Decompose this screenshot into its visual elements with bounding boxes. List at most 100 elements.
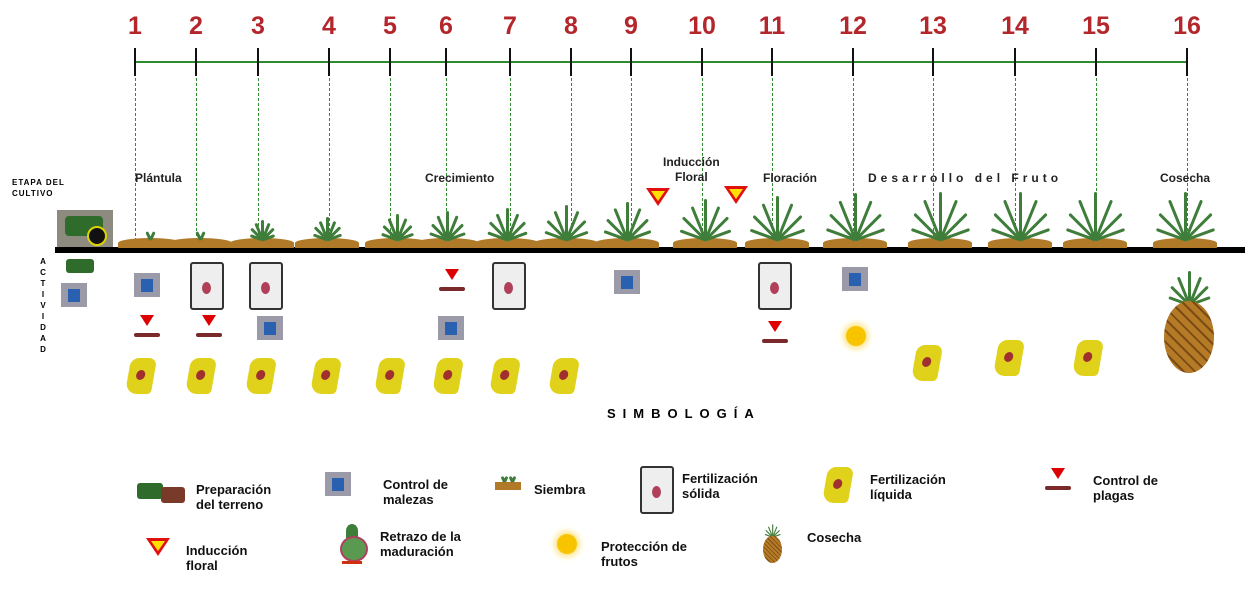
simbologia-title: SIMBOLOGÍA xyxy=(607,406,761,421)
month-number: 15 xyxy=(1082,12,1110,40)
pineapple-plant xyxy=(1047,192,1143,242)
dashed-guide xyxy=(853,78,854,246)
axis-tick xyxy=(932,48,934,76)
liquid-fertilizer-icon xyxy=(431,358,465,394)
dashed-guide xyxy=(702,78,703,246)
soil-mound xyxy=(365,238,429,248)
soil-mound xyxy=(168,238,232,248)
legend-label-line1: Inducción xyxy=(186,543,248,558)
month-number: 8 xyxy=(564,12,578,40)
stage-induccion-floral: Inducción Floral xyxy=(663,155,720,185)
legend-label-line2: maduración xyxy=(380,544,454,559)
dashed-guide xyxy=(329,78,330,246)
liquid-fertilizer-icon xyxy=(309,358,343,394)
legend-label-line1: Siembra xyxy=(534,482,586,497)
month-number: 9 xyxy=(624,12,638,40)
fruit-protection-icon xyxy=(557,534,577,554)
month-number: 1 xyxy=(128,12,142,40)
liquid-fertilizer-icon xyxy=(373,358,407,394)
solid-fertilizer-icon xyxy=(190,262,224,310)
actividad-letter: D xyxy=(40,345,46,354)
month-number: 7 xyxy=(503,12,517,40)
axis-tick xyxy=(509,48,511,76)
legend-label-line2: del terreno xyxy=(196,497,264,512)
axis-tick xyxy=(328,48,330,76)
floral-induction-icon xyxy=(646,188,670,206)
weed-control-icon xyxy=(134,273,160,297)
pineapple-plant xyxy=(304,217,350,242)
liquid-fertilizer-icon xyxy=(244,358,278,394)
soil-mound xyxy=(118,238,182,248)
legend-label-line2: floral xyxy=(186,558,218,573)
etapa-label: ETAPA DEL CULTIVO xyxy=(12,177,65,199)
harvest-icon xyxy=(1164,265,1214,373)
floral-induction-icon xyxy=(146,538,170,556)
month-number: 2 xyxy=(189,12,203,40)
dashed-guide xyxy=(196,78,197,246)
soil-mound xyxy=(673,238,737,248)
actividad-letter: I xyxy=(41,312,45,321)
axis-tick xyxy=(1186,48,1188,76)
axis-tick xyxy=(630,48,632,76)
axis-tick xyxy=(1095,48,1097,76)
legend-label-line2: líquida xyxy=(870,487,912,502)
dashed-guide xyxy=(390,78,391,246)
soil-mound xyxy=(745,238,809,248)
stage-crecimiento: Crecimiento xyxy=(425,171,495,185)
stage-desarrollo: Desarrollo del Fruto xyxy=(868,171,1063,185)
liquid-fertilizer-icon xyxy=(184,358,218,394)
month-number: 13 xyxy=(919,12,947,40)
legend-label-line2: sólida xyxy=(682,486,720,501)
liquid-fertilizer-icon xyxy=(547,358,581,394)
ground-line xyxy=(55,247,1245,253)
legend-label-line1: Preparación xyxy=(196,482,272,497)
month-number: 5 xyxy=(383,12,397,40)
tractor-icon xyxy=(137,481,187,503)
pineapple-plant xyxy=(664,199,746,242)
weed-control-icon xyxy=(842,267,868,291)
sowing-icon xyxy=(495,474,521,490)
pineapple-plant xyxy=(531,205,601,242)
pineapple-plant xyxy=(190,230,210,241)
solid-fertilizer-icon xyxy=(758,262,792,310)
month-number: 6 xyxy=(439,12,453,40)
actividad-letter: C xyxy=(40,268,46,277)
dashed-guide xyxy=(933,78,934,246)
legend-label-line1: Cosecha xyxy=(807,530,862,545)
fruit-protection-icon xyxy=(846,326,866,346)
pineapple-plant xyxy=(733,196,821,242)
pest-control-icon xyxy=(1043,468,1073,496)
month-number: 14 xyxy=(1001,12,1029,40)
month-number: 4 xyxy=(322,12,336,40)
pineapple-plant xyxy=(371,214,423,242)
dashed-guide xyxy=(631,78,632,246)
axis-tick xyxy=(1014,48,1016,76)
axis-tick xyxy=(257,48,259,76)
pest-control-icon xyxy=(437,269,467,297)
legend-label: Cosecha xyxy=(807,530,861,545)
actividad-letter: D xyxy=(40,323,46,332)
dashed-guide xyxy=(446,78,447,246)
solid-fertilizer-icon xyxy=(492,262,526,310)
liquid-fertilizer-icon xyxy=(124,358,158,394)
pest-control-icon xyxy=(132,315,162,343)
pineapple-plant xyxy=(1137,192,1233,242)
solid-fertilizer-icon xyxy=(249,262,283,310)
actividad-letter: T xyxy=(40,279,46,288)
soil-mound xyxy=(415,238,479,248)
axis-tick xyxy=(701,48,703,76)
axis-tick xyxy=(445,48,447,76)
etapa-label-line1: ETAPA DEL xyxy=(12,178,65,187)
dashed-guide xyxy=(571,78,572,246)
pineapple-plant xyxy=(242,220,282,242)
pineapple-plant xyxy=(418,211,476,242)
soil-mound xyxy=(534,238,598,248)
weed-control-icon xyxy=(325,472,351,496)
floral-induction-icon xyxy=(724,186,748,204)
weed-control-icon xyxy=(61,283,87,307)
